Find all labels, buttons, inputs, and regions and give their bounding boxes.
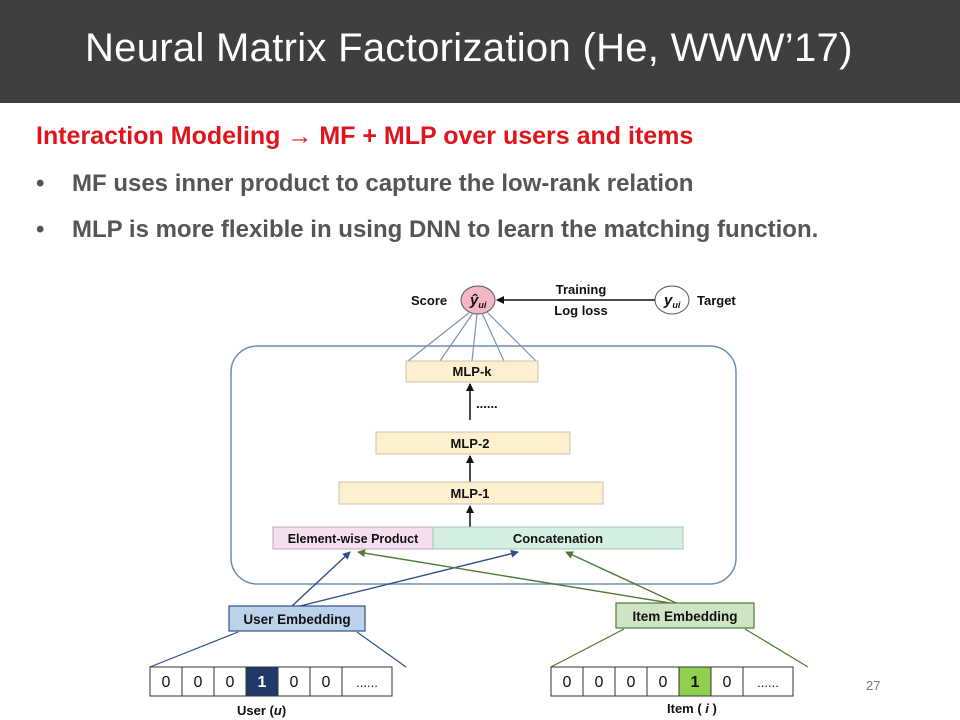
item-one-hot-vector: 0 0 0 0 1 0...... (550, 666, 794, 697)
user-to-concat-arrow (299, 549, 519, 607)
vector-cell-value: 0 (723, 674, 732, 691)
training-label: Training (556, 282, 607, 297)
user-one-hot-vector: 0 0 0 1 0 0...... (149, 666, 393, 697)
bullet-text: MLP is more flexible in using DNN to lea… (72, 216, 819, 243)
model-frame (230, 345, 737, 585)
score-symbol-sub: ui (478, 300, 486, 310)
vector-cell (742, 666, 794, 697)
vector-cell-value: 0 (226, 674, 235, 691)
mlpk-to-score-lines (407, 311, 537, 362)
vector-cell-value: 0 (194, 674, 203, 691)
vector-cell-value: 0 (563, 674, 572, 691)
user-input-var: u (274, 703, 282, 718)
user-embedding-box (228, 605, 366, 632)
vector-cell-value: 0 (627, 674, 636, 691)
user-to-product-arrow (291, 551, 351, 607)
vector-cell (213, 666, 247, 697)
bullet-dot: • (36, 216, 45, 243)
element-wise-product-label: Element-wise Product (288, 532, 419, 546)
user-funnel-left (149, 631, 239, 668)
user-embedding-label: User Embedding (243, 612, 350, 627)
slide-title: Neural Matrix Factorization (He, WWW’17) (85, 26, 853, 70)
slide-subtitle: Interaction Modeling → MF + MLP over use… (36, 122, 694, 150)
concatenation-label: Concatenation (513, 531, 603, 546)
user-input-suffix: ) (282, 703, 286, 718)
title-bar (0, 0, 960, 103)
user-input-prefix: User ( (237, 703, 275, 718)
vector-cell-value: 0 (595, 674, 604, 691)
vector-cell (245, 666, 279, 697)
item-funnel-left (550, 628, 625, 668)
mlp-2-label: MLP-2 (451, 436, 490, 451)
bullet-item: • MLP is more flexible in using DNN to l… (36, 216, 818, 262)
item-to-product-arrow (357, 549, 671, 604)
score-symbol: ŷui (469, 292, 487, 310)
target-label: Target (697, 293, 736, 308)
bullet-list: • MF uses inner product to capture the l… (36, 170, 818, 262)
vector-cell-value: 1 (258, 674, 267, 691)
user-funnel-right (356, 631, 407, 668)
target-symbol-main: y (663, 292, 673, 309)
score-symbol-main: ŷ (469, 292, 479, 309)
vector-cell (582, 666, 616, 697)
vector-cell-value: 0 (322, 674, 331, 691)
mlp-2-box (375, 431, 571, 455)
mlp-1-box (338, 481, 604, 505)
item-input-label: Item ( i ) (667, 701, 717, 716)
vector-cell (614, 666, 648, 697)
item-input-var: i (705, 701, 709, 716)
vector-cell-value: 0 (162, 674, 171, 691)
vector-cell (678, 666, 712, 697)
item-embedding-box (615, 602, 755, 629)
item-to-concat-arrow (565, 551, 677, 604)
target-symbol-sub: ui (672, 300, 680, 310)
vector-cell-value: ...... (356, 675, 378, 690)
page-number: 27 (866, 678, 881, 693)
score-label: Score (411, 293, 447, 308)
item-funnel-right (744, 628, 809, 668)
vector-cell-value: 0 (659, 674, 668, 691)
user-input-label: User (u) (237, 703, 286, 718)
vector-cell-value: 0 (290, 674, 299, 691)
log-loss-label: Log loss (554, 303, 607, 318)
vector-cell (277, 666, 311, 697)
mlp-k-box (405, 360, 539, 383)
vector-cell (181, 666, 215, 697)
vector-cell-value: 1 (691, 674, 700, 691)
target-symbol: yui (663, 292, 681, 310)
item-input-suffix: ) (709, 701, 717, 716)
mlp-ellipsis: ...... (476, 396, 498, 411)
vector-cell-value: ...... (757, 675, 779, 690)
concatenation-box (432, 526, 684, 550)
mlp-1-label: MLP-1 (451, 486, 490, 501)
vector-cell (341, 666, 393, 697)
bullet-item: • MF uses inner product to capture the l… (36, 170, 818, 216)
mlp-k-label: MLP-k (453, 364, 493, 379)
vector-cell (646, 666, 680, 697)
item-embedding-label: Item Embedding (632, 609, 737, 624)
score-node (460, 285, 496, 315)
bullet-dot: • (36, 170, 45, 197)
vector-cell (550, 666, 584, 697)
item-input-prefix: Item ( (667, 701, 705, 716)
bullet-text: MF uses inner product to capture the low… (72, 170, 694, 197)
